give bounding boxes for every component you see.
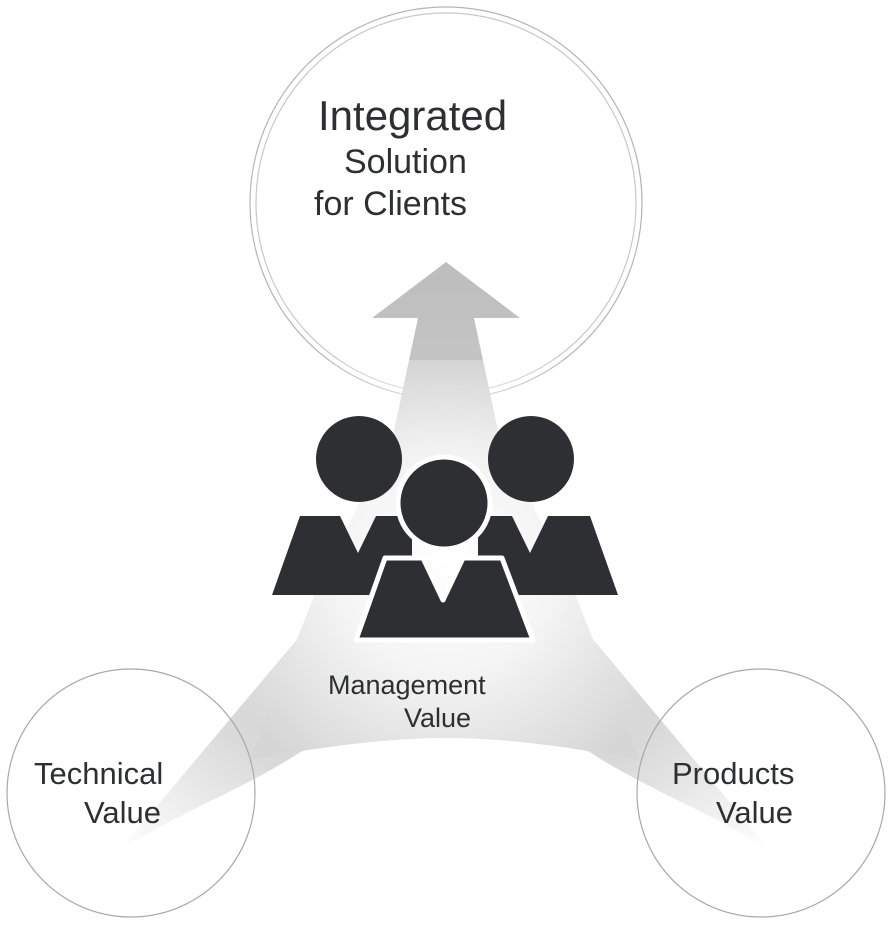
top-node-line1: Integrated — [318, 92, 508, 139]
center-node-line2: Value — [404, 703, 472, 734]
right-node-label: Products Value — [672, 756, 795, 830]
center-node-line1: Management — [328, 670, 486, 700]
team-people-icon — [272, 416, 618, 643]
top-node-line3: for Clients — [314, 185, 468, 224]
flow-bottom-arc — [90, 756, 800, 925]
top-node-label: Integrated Solution for Clients — [300, 92, 507, 223]
left-node-line2: Value — [84, 794, 161, 830]
left-circle — [6, 668, 256, 918]
right-node-line1: Products — [672, 756, 795, 791]
left-node-line1: Technical — [34, 756, 164, 791]
top-node-line2: Solution — [344, 143, 467, 182]
right-circle — [636, 668, 886, 918]
left-node-label: Technical Value — [34, 756, 164, 830]
center-node-label: Management Value — [328, 670, 486, 733]
right-node-line2: Value — [716, 794, 793, 830]
